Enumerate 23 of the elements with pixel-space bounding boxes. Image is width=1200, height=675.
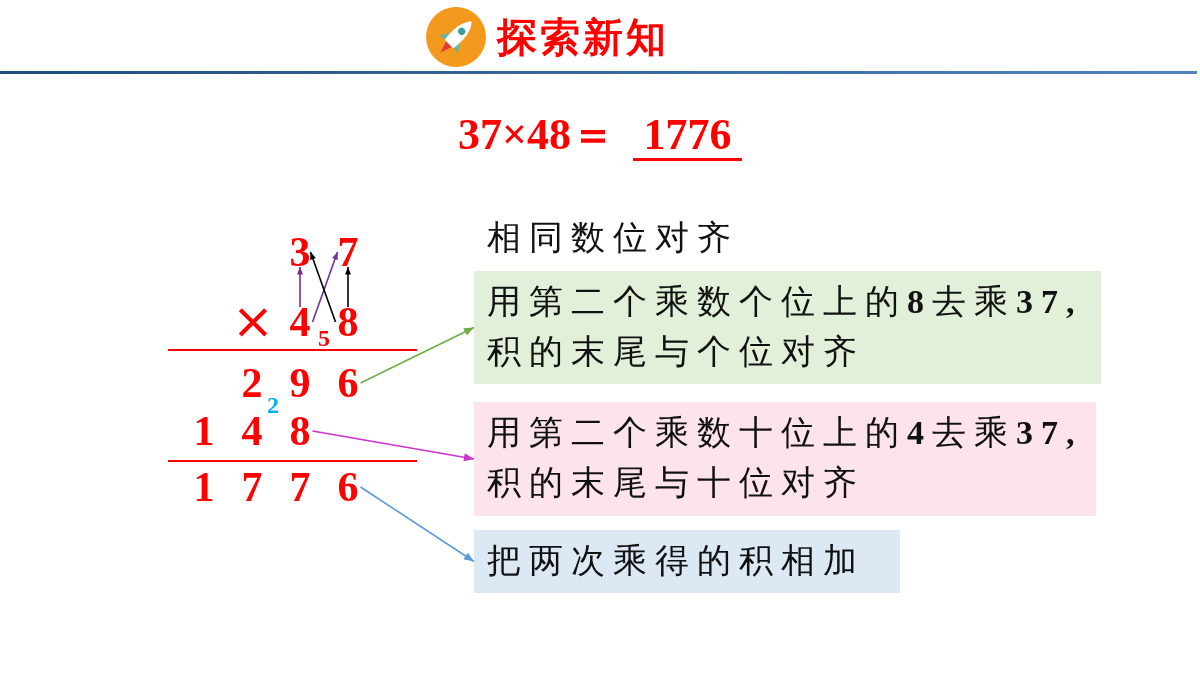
multiplicand-digit: 7 — [337, 237, 359, 267]
note-card — [474, 530, 900, 593]
answer-blank: 1776 — [633, 118, 742, 161]
arrow — [297, 266, 303, 308]
carry-digit: 5 — [318, 329, 330, 347]
arrow — [311, 430, 475, 462]
arrow — [345, 266, 351, 308]
page-title: 探索新知 — [497, 14, 669, 60]
arrow — [359, 486, 475, 563]
arrow — [359, 326, 475, 384]
multiplicand-digit: 3 — [289, 237, 311, 267]
note-heading: 相同数位对齐 — [487, 218, 739, 258]
partial-product: 296 — [241, 368, 359, 398]
note-text: 把两次乘得的积相加 — [487, 541, 866, 581]
carry-digit: 2 — [267, 396, 279, 414]
multiply-sign: × — [232, 306, 274, 336]
multiplier-digit: 4 — [289, 307, 311, 337]
product-number: 1776 — [193, 472, 359, 502]
note-card — [474, 271, 1101, 384]
partial-product: 148 — [193, 416, 311, 446]
note-card — [474, 402, 1096, 516]
multiplier-digit: 8 — [337, 307, 359, 337]
equation: 37×48＝ — [458, 118, 616, 152]
